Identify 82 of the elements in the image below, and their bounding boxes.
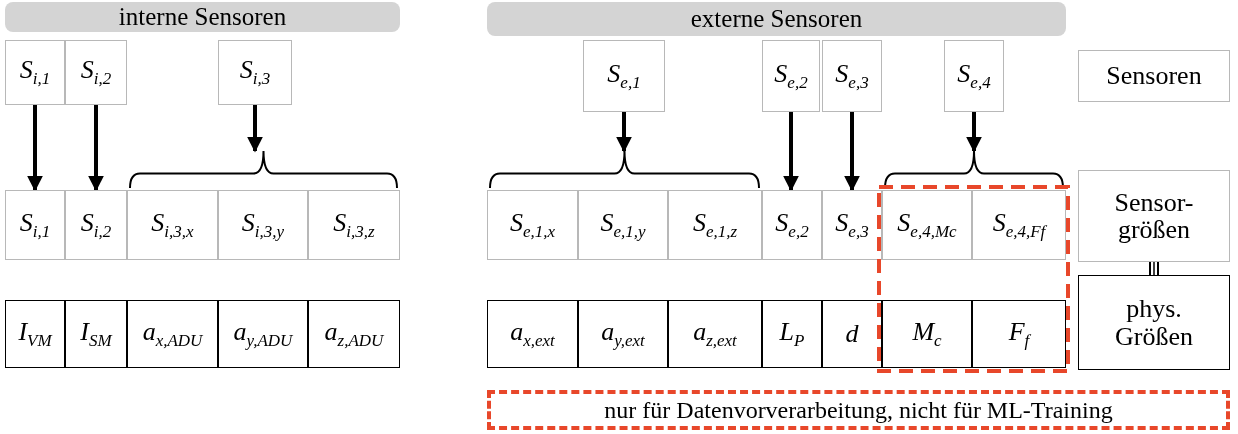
arrow [247, 105, 263, 153]
sensor-symbol: S$_{e,3}$ [835, 209, 869, 241]
sensor-symbol: S$_{i,2}$ [80, 209, 112, 241]
sensor-group-band [487, 2, 1066, 36]
sensor-symbol: S$_{e,2}$ [774, 60, 808, 92]
arrow [27, 105, 43, 192]
row-label-box [1078, 50, 1230, 102]
sensor-box [578, 190, 668, 260]
sensor-symbol: S$_{i,3}$ [239, 56, 271, 89]
group-title: externe Sensoren [690, 5, 863, 33]
arrow [88, 105, 104, 192]
quantity-symbol: F$_{f}$ [1008, 318, 1030, 350]
sensor-symbol: S$_{i,3,y}$ [241, 209, 285, 241]
sensor-box [944, 40, 1004, 112]
sensor-box [583, 40, 665, 112]
quantity-box [822, 300, 882, 368]
quantity-box [762, 300, 822, 368]
quantity-symbol: d [845, 320, 859, 348]
sensor-box [487, 190, 578, 260]
quantity-box [578, 300, 668, 368]
quantity-box [668, 300, 762, 368]
row-label: Sensoren [1106, 62, 1202, 90]
sensor-symbol: S$_{e,1,y}$ [600, 209, 646, 241]
sensor-symbol: S$_{e,2}$ [775, 209, 809, 241]
quantity-symbol: I$_{VM}$ [18, 318, 52, 350]
sensor-box [822, 40, 882, 112]
arrow [844, 112, 860, 192]
sensor-box [127, 190, 218, 260]
arrow [616, 112, 632, 153]
row-label: phys. Größen [1114, 295, 1194, 350]
sensor-symbol: S$_{e,4}$ [957, 60, 991, 92]
sensor-box [218, 40, 292, 105]
legend-text: nur für Datenvorverarbeitung, nicht für ML-Training [604, 396, 1113, 424]
group-title: interne Sensoren [118, 3, 287, 31]
quantity-symbol: a$_{y,ext}$ [601, 318, 645, 350]
sensor-box [65, 190, 127, 260]
sensor-symbol: S$_{i,2}$ [80, 56, 112, 89]
sensor-box [65, 40, 127, 105]
sensor-symbol: S$_{i,3,x}$ [151, 209, 194, 241]
row-label-box [1078, 275, 1230, 370]
sensor-symbol: S$_{e,1}$ [607, 60, 641, 92]
quantity-symbol: M$_{c}$ [912, 318, 942, 350]
sensor-box [308, 190, 400, 260]
quantity-symbol: L$_{P}$ [779, 318, 805, 350]
sensor-box [762, 40, 820, 112]
sensor-symbol: S$_{i,1}$ [19, 209, 51, 241]
quantity-box [308, 300, 400, 368]
sensor-symbol: S$_{e,1,x}$ [509, 209, 556, 241]
sensor-symbol: S$_{e,3}$ [835, 60, 869, 92]
sensor-box [822, 190, 882, 260]
sensor-symbol: S$_{i,1}$ [19, 56, 51, 89]
sensor-box [5, 190, 65, 260]
curly-brace [129, 150, 398, 189]
sensor-symbol: S$_{e,4,Ff}$ [992, 209, 1046, 241]
sensor-box [668, 190, 762, 260]
quantity-symbol: a$_{z,ext}$ [693, 318, 737, 350]
row-label: Sensor- größen [1113, 188, 1195, 244]
quantity-box [972, 300, 1066, 368]
arrow [966, 112, 982, 153]
sensor-box [972, 190, 1066, 260]
quantity-symbol: a$_{x,ADU}$ [142, 318, 203, 350]
row-label-box [1078, 170, 1230, 262]
sensor-box [882, 190, 972, 260]
arrow [783, 112, 799, 192]
quantity-symbol: I$_{SM}$ [80, 318, 112, 350]
quantity-symbol: a$_{x,ext}$ [510, 318, 555, 350]
quantity-box [487, 300, 578, 368]
quantity-symbol: a$_{z,ADU}$ [324, 318, 384, 350]
sensor-symbol: S$_{i,3,z}$ [333, 209, 375, 241]
quantity-box [882, 300, 972, 368]
quantity-box [127, 300, 218, 368]
sensor-symbol: S$_{e,1,z}$ [692, 209, 738, 241]
quantity-box [218, 300, 308, 368]
sensor-box [5, 40, 65, 105]
sensor-symbol: S$_{e,4,Mc}$ [897, 209, 957, 241]
quantity-symbol: a$_{y,ADU}$ [233, 318, 293, 350]
quantity-box [65, 300, 127, 368]
sensor-group-band [5, 2, 400, 32]
sensor-box [218, 190, 308, 260]
quantity-box [5, 300, 65, 368]
sensor-box [762, 190, 822, 260]
curly-brace [489, 150, 760, 189]
